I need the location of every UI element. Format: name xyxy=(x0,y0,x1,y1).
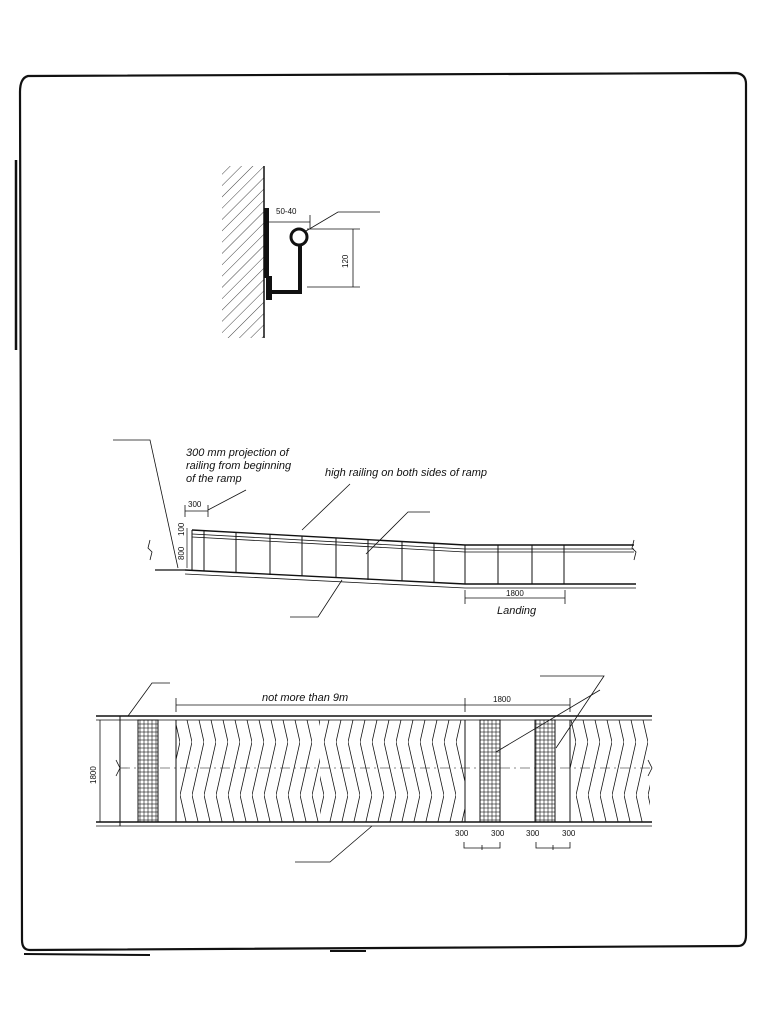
ramp-elevation: 300 mm projection of railing from beginn… xyxy=(113,439,637,618)
dim-height: 120 xyxy=(341,254,350,268)
dim-strip: 300 xyxy=(526,829,540,838)
dim-width: 1800 xyxy=(89,766,98,784)
wall-plate xyxy=(264,208,269,278)
rail-tube xyxy=(289,227,309,247)
ramp-slope-hatch xyxy=(570,720,650,822)
dim-landing: 1800 xyxy=(506,589,524,598)
handrail-detail: 50-40 120 xyxy=(222,166,380,338)
tactile-strip xyxy=(137,719,159,823)
label-landing: Landing xyxy=(497,605,537,617)
dim-landing-length: 1800 xyxy=(493,695,511,704)
note-high-railing: high railing on both sides of ramp xyxy=(325,467,487,479)
ramp-slope-hatch xyxy=(176,720,320,822)
rail-bracket xyxy=(270,244,302,294)
wall-section xyxy=(222,166,264,338)
dim-upper-rail: 100 xyxy=(177,522,186,536)
dim-projection: 300 xyxy=(188,500,202,509)
dim-lower-rail: 800 xyxy=(177,546,186,560)
dim-gap: 50-40 xyxy=(276,207,297,216)
dim-strip: 300 xyxy=(455,829,469,838)
dim-strip: 300 xyxy=(562,829,576,838)
note-projection-line3: of the ramp xyxy=(186,473,242,485)
tactile-strip xyxy=(534,719,556,823)
note-max-length: not more than 9m xyxy=(262,692,348,704)
ramp-slope-hatch xyxy=(320,720,465,822)
note-projection-line2: railing from beginning xyxy=(186,460,292,472)
dim-strip: 300 xyxy=(491,829,505,838)
ramp-plan: not more than 9m 1800 1800 300 xyxy=(89,675,653,863)
tactile-strip xyxy=(479,719,501,823)
rail-posts xyxy=(191,530,565,584)
sheet-border xyxy=(14,71,748,956)
note-projection-line1: 300 mm projection of xyxy=(186,447,290,459)
